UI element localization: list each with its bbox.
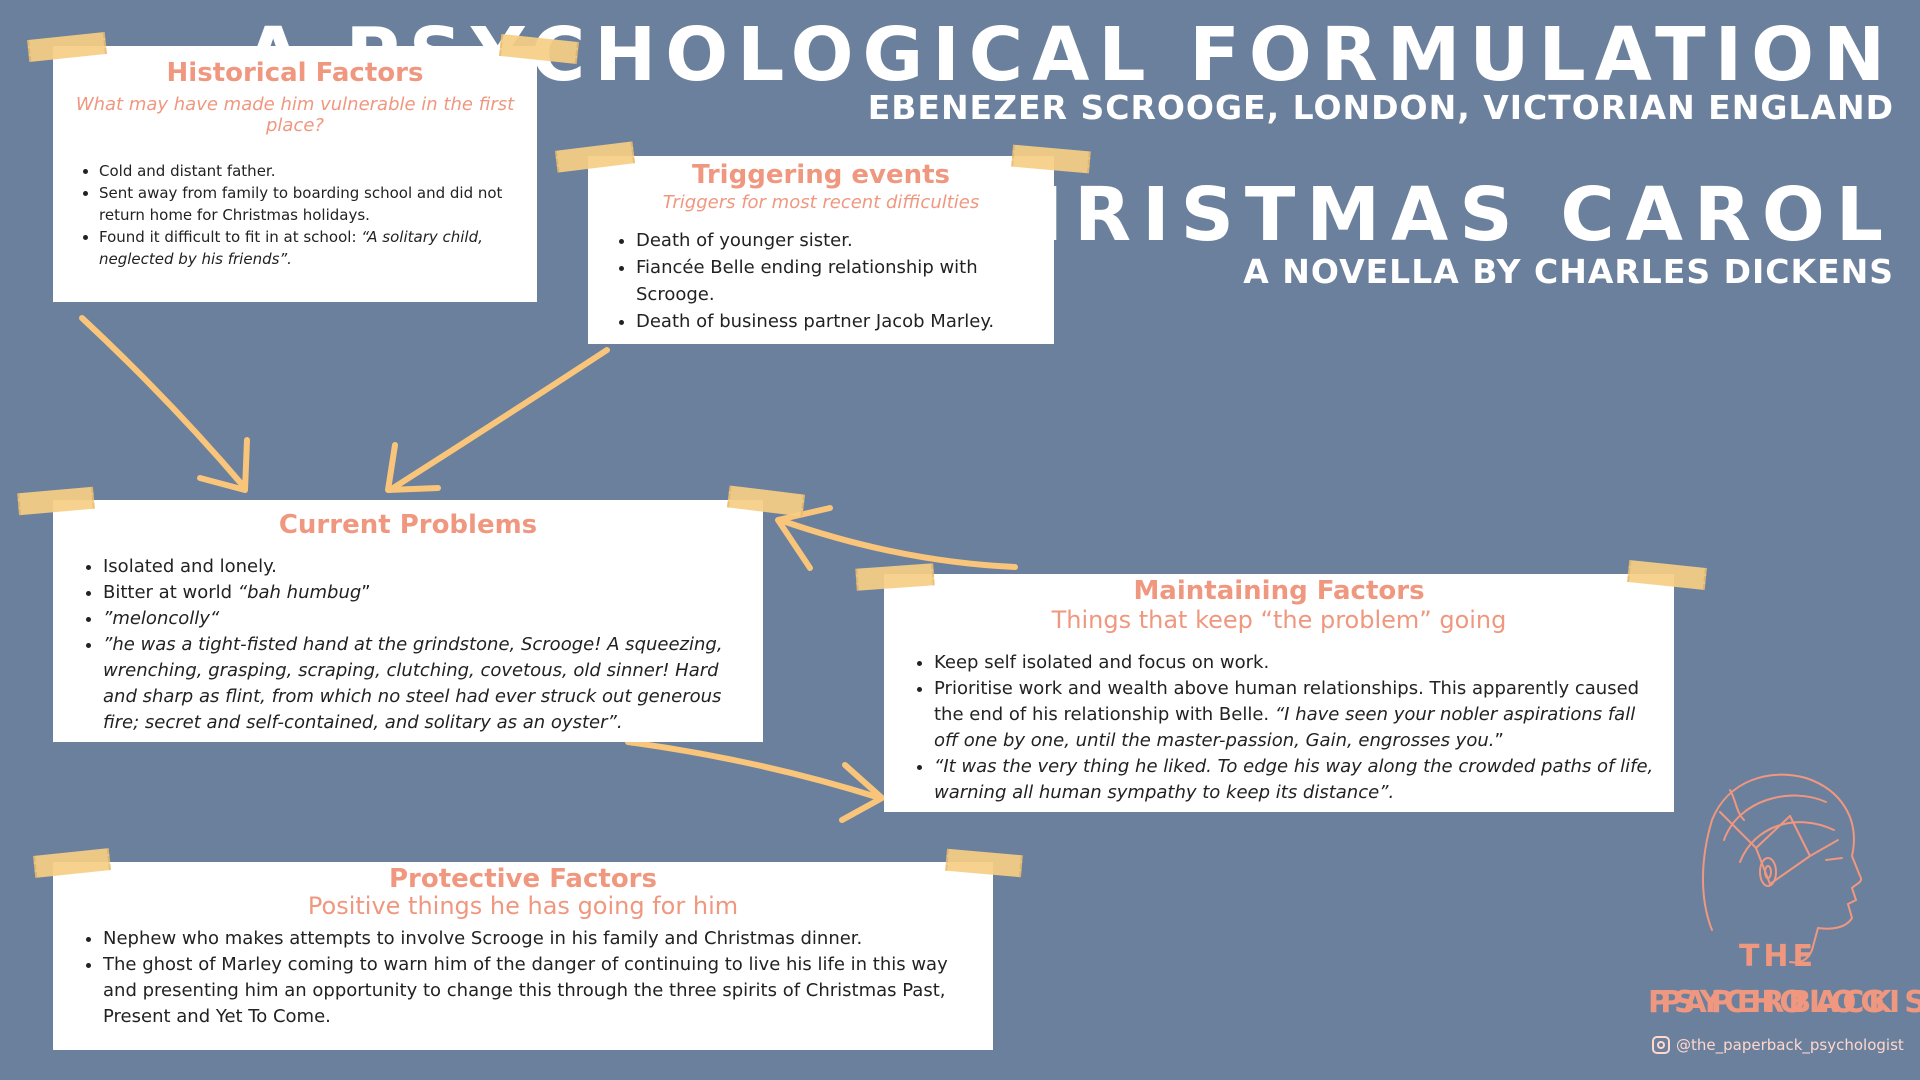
arrow-current-to-maintaining <box>625 739 883 801</box>
arrow-head-4 <box>839 762 885 823</box>
triggering-events-list: Death of younger sister. Fiancée Belle e… <box>604 227 1038 335</box>
triggering-events-title: Triggering events <box>691 160 950 190</box>
list-item: Found it difficult to fit in at school: … <box>99 226 523 270</box>
list-item: Death of business partner Jacob Marley. <box>636 308 1038 335</box>
arrow-head-1 <box>197 437 250 493</box>
list-item: The ghost of Marley coming to warn him o… <box>103 952 975 1030</box>
list-item: ”he was a tight-fisted hand at the grind… <box>103 632 745 736</box>
historical-factors-title: Historical Factors <box>166 58 424 88</box>
brand-name-line1: THE PAPERBACK <box>1660 939 1896 1020</box>
list-item: Cold and distant father. <box>99 160 523 182</box>
list-item: Nephew who makes attempts to involve Scr… <box>103 926 975 952</box>
list-item: Sent away from family to boarding school… <box>99 182 523 226</box>
current-problems-list: Isolated and lonely. Bitter at world “ba… <box>71 554 745 736</box>
maintaining-factors-card: Maintaining Factors Things that keep “th… <box>884 574 1674 812</box>
arrow-triggering-to-current <box>387 347 610 493</box>
list-item: Prioritise work and wealth above human r… <box>934 676 1656 754</box>
arrow-head-3 <box>775 505 833 571</box>
instagram-icon <box>1652 1036 1670 1054</box>
historical-factors-subtitle: What may have made him vulnerable in the… <box>75 94 515 136</box>
list-item: Keep self isolated and focus on work. <box>934 650 1656 676</box>
arrow-historical-to-current <box>79 315 248 491</box>
social-handle[interactable]: @the_paperback_psychologist <box>1652 1036 1904 1054</box>
brand-name-line2: PSYCHOLOGIST <box>1648 985 1920 1020</box>
list-item: ”meloncolly“ <box>103 606 745 632</box>
arrow-maintaining-to-current <box>777 517 1018 570</box>
list-item: Death of younger sister. <box>636 227 1038 254</box>
current-problems-title: Current Problems <box>278 510 538 540</box>
protective-factors-card: Protective Factors Positive things he ha… <box>53 862 993 1050</box>
maintaining-factors-list: Keep self isolated and focus on work. Pr… <box>902 650 1656 806</box>
maintaining-factors-title: Maintaining Factors <box>1133 576 1425 606</box>
triggering-events-subtitle: Triggers for most recent difficulties <box>662 192 980 213</box>
list-item: “It was the very thing he liked. To edge… <box>934 754 1656 806</box>
current-problems-card: Current Problems Isolated and lonely. Bi… <box>53 500 763 742</box>
historical-factors-list: Cold and distant father. Sent away from … <box>67 160 523 270</box>
protective-factors-list: Nephew who makes attempts to involve Scr… <box>71 926 975 1030</box>
social-handle-text: @the_paperback_psychologist <box>1676 1036 1904 1054</box>
historical-factors-card: Historical Factors What may have made hi… <box>53 46 537 302</box>
list-item: Bitter at world “bah humbug” <box>103 580 745 606</box>
protective-factors-title: Protective Factors <box>389 864 657 894</box>
triggering-events-card: Triggering events Triggers for most rece… <box>588 156 1054 344</box>
page-subtitle: EBENEZER SCROOGE, LONDON, VICTORIAN ENGL… <box>867 88 1894 127</box>
protective-factors-subtitle: Positive things he has going for him <box>307 892 739 920</box>
book-subtitle: A NOVELLA BY CHARLES DICKENS <box>1243 252 1894 291</box>
arrow-head-2 <box>385 442 441 493</box>
list-item: Isolated and lonely. <box>103 554 745 580</box>
list-item: Fiancée Belle ending relationship with S… <box>636 254 1038 308</box>
maintaining-factors-subtitle: Things that keep “the problem” going <box>1051 606 1507 634</box>
